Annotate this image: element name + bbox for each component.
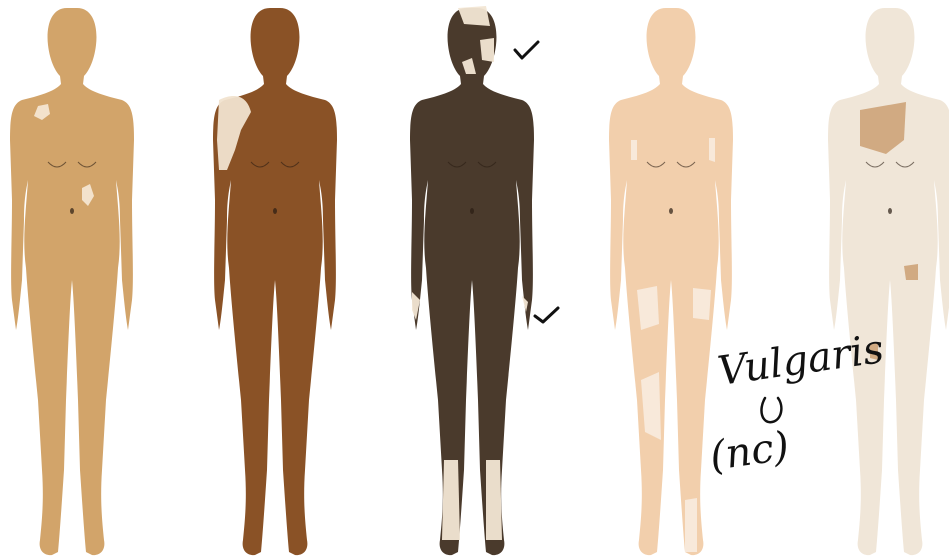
skin-patch <box>486 460 502 540</box>
figure-1 <box>10 8 134 555</box>
figure-5 <box>828 8 949 555</box>
navel <box>70 208 74 214</box>
navel <box>888 208 892 214</box>
handwriting-curl <box>761 398 781 422</box>
navel <box>470 208 474 214</box>
figure-2 <box>213 8 337 555</box>
checkmark-1 <box>515 42 538 58</box>
skin-patch <box>709 138 715 162</box>
skin-patch <box>442 460 460 540</box>
handwriting-nc: (nc) <box>707 423 792 480</box>
skin-patch <box>631 140 637 160</box>
body-silhouette <box>828 8 949 555</box>
body-silhouette <box>213 8 337 555</box>
skin-patch <box>685 498 697 552</box>
skin-patch <box>480 38 494 62</box>
body-silhouette <box>410 8 534 555</box>
body-silhouette <box>10 8 134 555</box>
navel <box>273 208 277 214</box>
navel <box>669 208 673 214</box>
checkmark-2 <box>535 308 558 322</box>
skin-patch <box>693 288 711 320</box>
skin-patch <box>904 264 918 280</box>
figure-3 <box>410 6 534 555</box>
